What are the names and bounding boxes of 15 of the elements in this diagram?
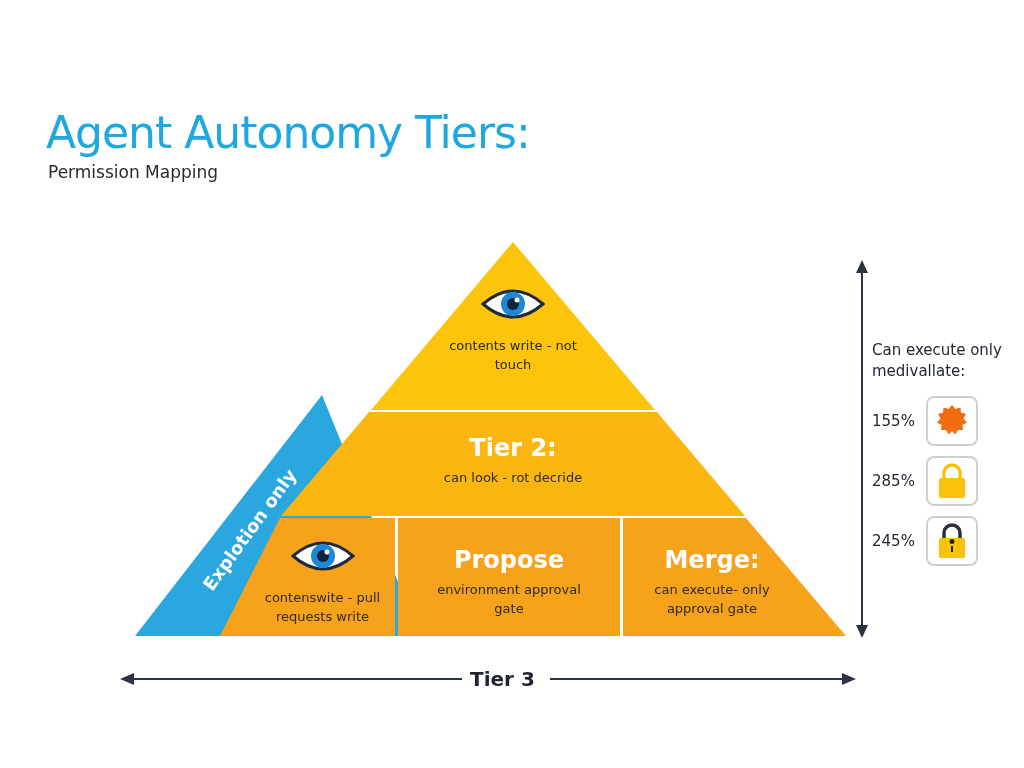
tier-heading: Merge: xyxy=(664,546,760,574)
tier-description: can execute- only approval gate xyxy=(653,581,771,618)
percentage-label: 155% xyxy=(872,410,916,432)
tier-description: contents write - not touch xyxy=(448,337,578,374)
percentage-label: 245% xyxy=(872,530,916,552)
dimension-label: Tier 3 xyxy=(470,667,535,691)
tier-description: can look - rot decride xyxy=(443,469,583,487)
note-text: Can execute only medivallate: xyxy=(872,340,1003,382)
subtitle: Permission Mapping xyxy=(48,161,219,184)
percentage-label: 285% xyxy=(872,470,916,492)
tier-description: contenswite - pull requests write xyxy=(264,590,382,626)
tier-description: environment approval gate xyxy=(436,581,582,618)
title: Agent Autonomy Tiers: xyxy=(46,106,530,160)
tier-heading: Tier 2: xyxy=(469,434,557,462)
tier-heading: Propose xyxy=(453,546,565,574)
